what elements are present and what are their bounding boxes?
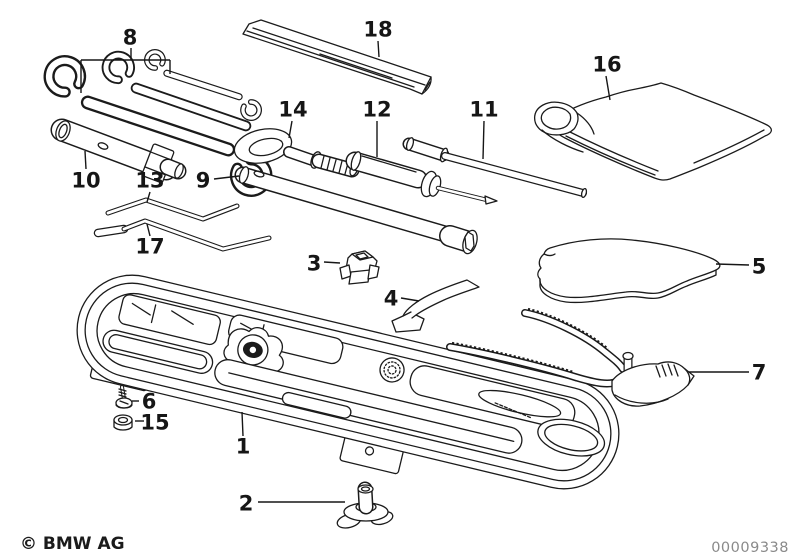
leader-line-4 [400, 297, 420, 302]
leader-line-10 [84, 150, 87, 170]
part-7-pliers [446, 307, 695, 407]
part-16-tool-bag [533, 82, 773, 181]
leader-line-1 [241, 411, 244, 437]
leader-line-18 [377, 40, 380, 58]
leader-line-16 [605, 75, 611, 101]
part-label-11: 11 [469, 98, 498, 122]
part-4-hook-tool [391, 279, 480, 333]
part-9-tube-wrench [234, 166, 478, 255]
part-label-16: 16 [592, 53, 621, 77]
part-13-hex-key [105, 197, 240, 222]
part-label-3: 3 [307, 252, 322, 276]
part-label-17: 17 [135, 235, 164, 259]
part-18-lever-bar [242, 19, 432, 95]
part-label-15: 15 [140, 411, 169, 435]
part-label-8: 8 [123, 26, 138, 50]
part-label-5: 5 [752, 255, 767, 279]
part-label-7: 7 [752, 361, 767, 385]
leader-line-14 [288, 120, 293, 139]
part-label-6: 6 [142, 390, 157, 414]
part-label-1: 1 [236, 435, 251, 459]
part-17-hex-key [93, 218, 272, 252]
copyright-text: © BMW AG [20, 534, 125, 554]
leader-line-9 [213, 175, 240, 180]
part-label-12: 12 [362, 98, 391, 122]
part-label-13: 13 [135, 169, 164, 193]
leader-line-5 [715, 263, 750, 266]
part-6-screw [115, 385, 133, 409]
part-label-9: 9 [196, 169, 211, 193]
part-12-screwdriver [345, 151, 498, 205]
part-11-rod [402, 137, 588, 199]
part-10-socket-sleeve [50, 118, 187, 184]
leader-line-11 [482, 120, 485, 160]
leader-line-17 [146, 223, 151, 237]
part-label-4: 4 [384, 287, 399, 311]
part-3-clamp-nut [339, 250, 380, 285]
part-label-14: 14 [278, 98, 307, 122]
part-2-plug [336, 481, 394, 529]
part-15-cap-nut [113, 414, 133, 431]
part-label-10: 10 [71, 169, 100, 193]
part-label-2: 2 [239, 492, 254, 516]
leader-line-3 [323, 261, 341, 264]
diagram-number: 00009338 [711, 540, 789, 556]
part-1-tool-tray [76, 274, 620, 490]
part-5-foam-pad [537, 238, 721, 304]
leader-line-13 [146, 191, 151, 203]
part-label-18: 18 [363, 18, 392, 42]
